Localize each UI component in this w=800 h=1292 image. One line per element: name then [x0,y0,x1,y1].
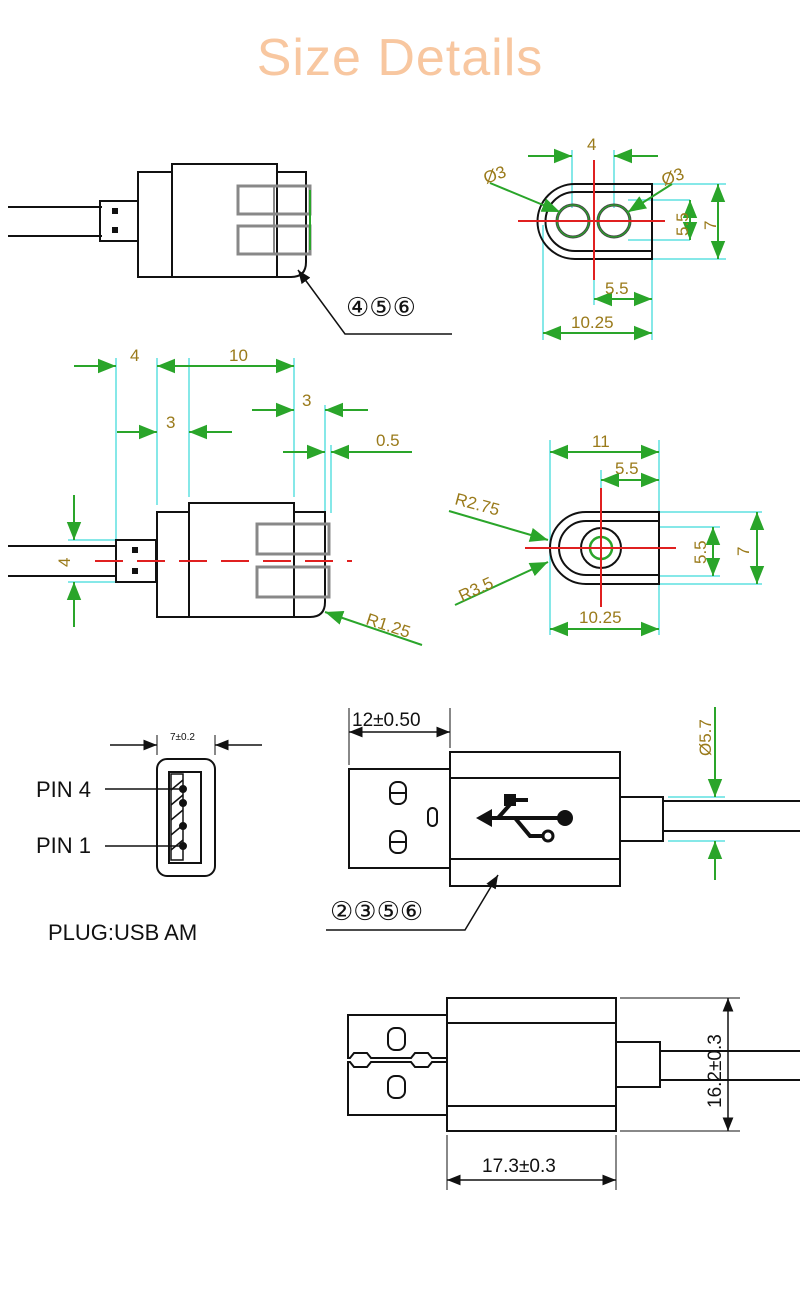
dim-half-width: 5.5 [605,279,629,298]
usb-plug-side-view [326,708,800,931]
dim-0-5: 0.5 [376,431,400,450]
connector-end-view-single-hole [448,440,765,637]
dim-inner-height: 5.5 [673,212,692,236]
dim-inner-height-2: 5.5 [691,540,710,564]
dim-total-width-2: 10.25 [579,608,622,627]
page-title: Size Details [256,29,544,87]
connector-end-view-two-holes [489,148,726,341]
callout-456: ④⑤⑥ [346,293,416,323]
dim-outer-height-2: 7 [734,547,753,556]
cable-diameter-dimension [668,707,725,880]
dim-pin-width: 7±0.2 [170,732,195,743]
dim-r1-25: R1.25 [364,610,413,642]
dim-outer-height: 7 [701,221,720,230]
dim-dia-right: Ø3 [659,164,687,190]
dim-usb-height: 16.2±0.3 [705,1034,726,1108]
label-pin-4: PIN 4 [36,777,91,802]
connector-dimensioned-side-view [8,358,423,646]
dim-dia-left: Ø3 [481,162,509,188]
dim-total-width: 10.25 [571,313,614,332]
dim-3b: 3 [302,391,311,410]
usb-pin-face-view [105,735,262,877]
usb-symbol-icon [476,794,573,843]
dim-10: 10 [229,346,248,365]
dim-5-5-top: 5.5 [615,459,639,478]
dim-11: 11 [592,432,610,451]
dim-r3-5: R3.5 [456,573,497,605]
usb-plug-top-view [347,997,800,1190]
callout-2356: ②③⑤⑥ [330,897,423,927]
dim-cable-diameter: Ø5.7 [696,719,715,756]
dim-usb-body-length: 17.3±0.3 [482,1156,556,1177]
dim-usb-length: 12±0.50 [352,710,421,731]
label-plug-type: PLUG:USB AM [48,920,197,945]
dim-4: 4 [130,346,139,365]
dim-4-top: 4 [587,135,596,154]
dim-3a: 3 [166,413,175,432]
label-pin-1: PIN 1 [36,833,91,858]
connector-side-view [8,163,452,335]
dim-cable-4: 4 [55,558,74,567]
